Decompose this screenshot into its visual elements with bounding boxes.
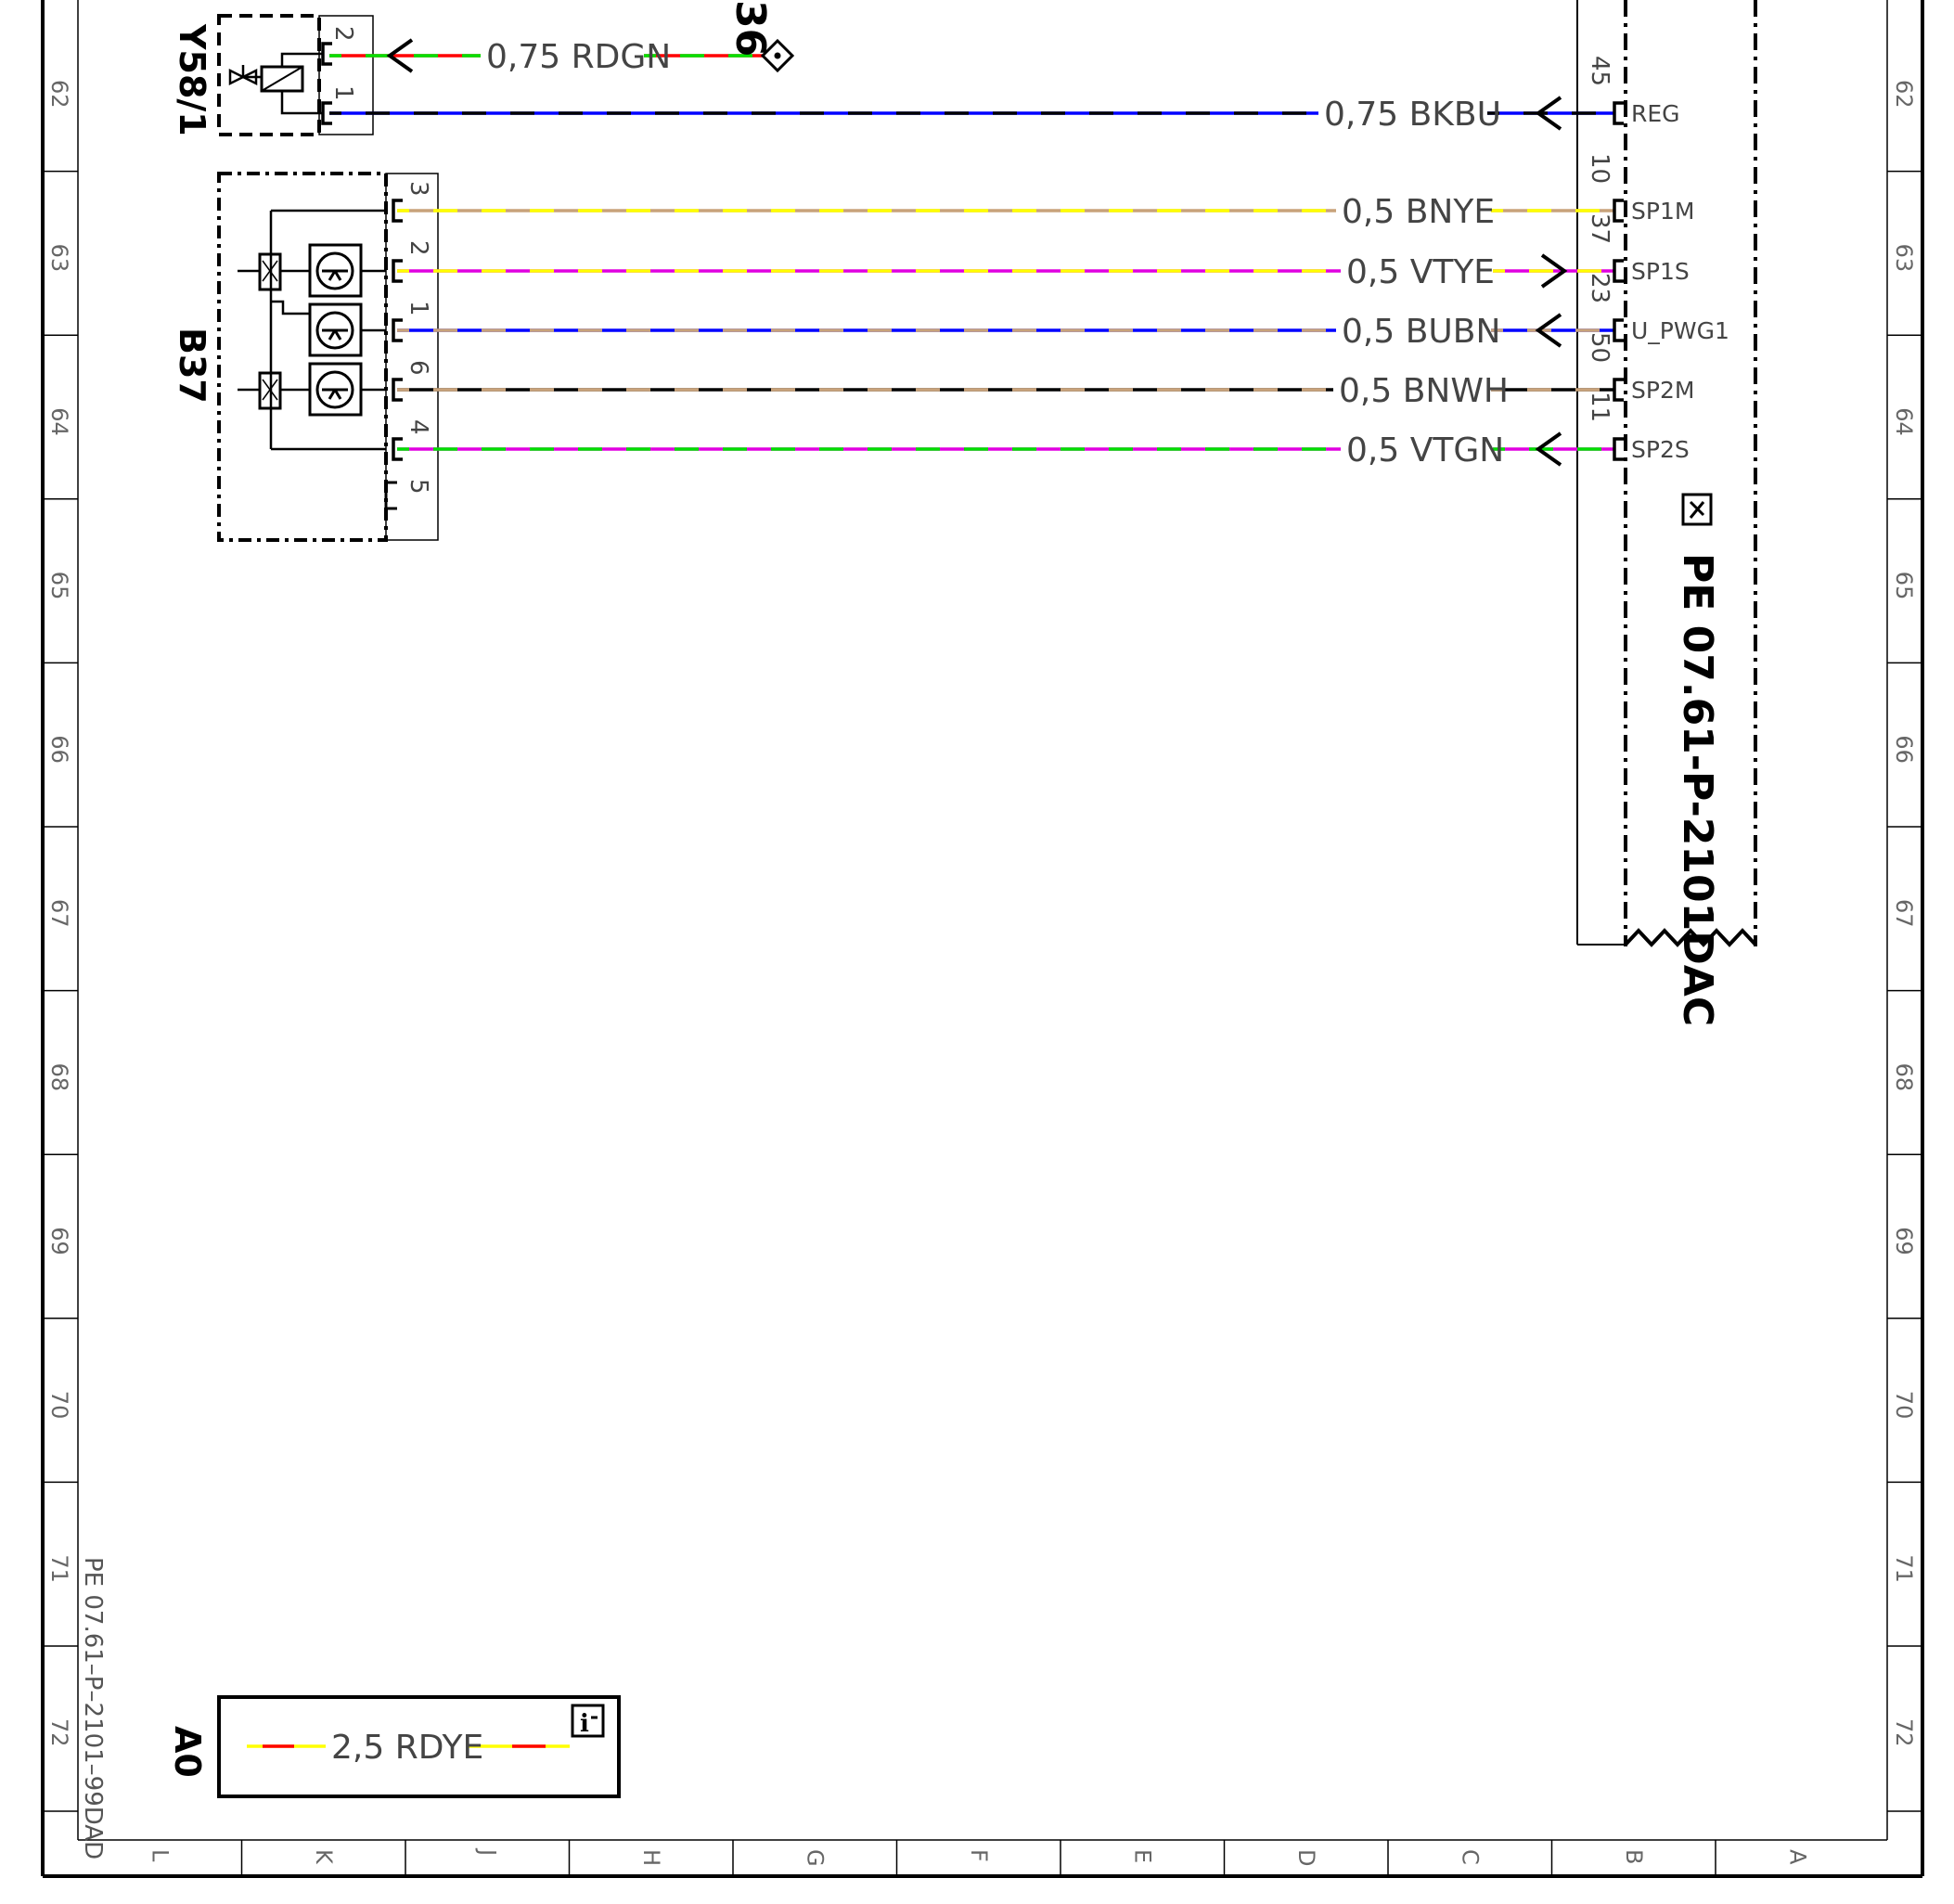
column-label: L — [147, 1849, 173, 1862]
row-label-right: 69 — [1891, 1227, 1917, 1255]
connector-arrow-icon — [1535, 431, 1562, 467]
hall-sensor-circuit — [238, 209, 386, 451]
column-label: E — [1129, 1849, 1155, 1863]
wire-label: 0,5 BNWH — [1339, 372, 1509, 410]
row-label-left: 72 — [46, 1718, 72, 1747]
legend: 2,5 RDYE i A0 — [167, 1695, 621, 1798]
ecu-pin-number: 45 — [1586, 56, 1613, 86]
wire-label: 0,5 VTYE — [1346, 253, 1495, 291]
document-id: PE 07.61–P–2101–99DAD — [79, 1557, 107, 1859]
y58-pin-1: 1 — [329, 85, 357, 101]
ecu-pin-number: 50 — [1586, 332, 1613, 363]
component-b37: 3 2 1 6 4 5 B37 — [172, 172, 439, 542]
column-label: H — [638, 1849, 664, 1866]
connector-arrow-icon — [1535, 313, 1562, 348]
column-label: K — [311, 1849, 337, 1865]
row-label-right: 66 — [1891, 735, 1917, 764]
wire-label: 0,5 VTGN — [1346, 431, 1504, 470]
svg-text:i: i — [580, 1710, 589, 1738]
row-label-left: 66 — [46, 735, 72, 764]
row-label-right: 72 — [1891, 1718, 1917, 1747]
row-label-left: 70 — [46, 1391, 72, 1420]
drawing-frame — [41, 0, 1924, 1878]
column-label: G — [802, 1849, 828, 1867]
hand-pointer-icon — [1681, 493, 1713, 526]
column-label: C — [1457, 1849, 1483, 1865]
ecu-signal-label: SP2M — [1631, 377, 1694, 404]
component-y58-1: 2 1 Y58/1 — [172, 14, 374, 136]
row-label-right: 63 — [1891, 244, 1917, 273]
info-icon: i — [571, 1704, 605, 1738]
ecu-signal-label: REG — [1631, 100, 1680, 127]
hall-sensor-icon — [308, 243, 363, 298]
b37-label: B37 — [172, 328, 212, 404]
row-label-right: 70 — [1891, 1391, 1917, 1420]
row-label-left: 71 — [46, 1554, 72, 1583]
row-label-right: 64 — [1891, 407, 1917, 436]
connector-arrow-icon — [386, 38, 414, 73]
column-label: A — [1784, 1849, 1810, 1865]
solenoid-valve-icon — [228, 52, 323, 115]
row-label-left: 69 — [46, 1227, 72, 1255]
hall-sensor-icon — [308, 302, 363, 357]
row-label-right: 65 — [1891, 572, 1917, 600]
row-label-right: 62 — [1891, 80, 1917, 109]
ecu-pin-number: 37 — [1586, 213, 1613, 244]
wire-label: 0,5 BNYE — [1342, 193, 1495, 231]
b37-pin-6: 6 — [405, 360, 432, 376]
hall-sensor-icon — [308, 362, 363, 417]
ecu-signal-label: U_PWG1 — [1631, 317, 1729, 344]
row-label-right: 67 — [1891, 899, 1917, 928]
ecu-pin-number: 10 — [1586, 153, 1613, 184]
b37-pin-5: 5 — [405, 479, 432, 495]
legend-wire-label: 2,5 RDYE — [331, 1729, 483, 1767]
row-label-left: 64 — [46, 407, 72, 436]
ecu-signal-label: SP1M — [1631, 198, 1694, 225]
wire-label: 0,75 BKBU — [1324, 96, 1501, 134]
row-label-left: 63 — [46, 244, 72, 273]
row-label-right: 68 — [1891, 1063, 1917, 1092]
b37-pin-3: 3 — [405, 181, 432, 197]
y58-pin-2: 2 — [329, 26, 357, 42]
ecu-pin-number: 23 — [1586, 273, 1613, 303]
column-label: F — [966, 1849, 992, 1862]
connection-ref: 36 — [726, 0, 774, 57]
row-label-left: 62 — [46, 80, 72, 109]
column-label: J — [474, 1847, 500, 1856]
b37-pin-1: 1 — [405, 301, 432, 316]
wire-0-75-rdgn: 0,75 RDGN — [321, 38, 778, 76]
column-label: B — [1621, 1849, 1647, 1864]
break-line — [1624, 928, 1757, 947]
connector-arrow-icon — [1540, 253, 1568, 289]
legend-title: A0 — [167, 1726, 208, 1778]
b37-pin-4: 4 — [405, 419, 432, 435]
connector-arrow-icon — [1535, 96, 1562, 131]
wire-label: 0,75 RDGN — [486, 38, 671, 76]
component-ecu: PE 07.61-P-2101DAC — [1576, 0, 1757, 1026]
ecu-signal-label: SP1S — [1631, 258, 1690, 285]
column-label: D — [1293, 1849, 1319, 1866]
row-label-left: 68 — [46, 1063, 72, 1092]
ecu-signal-label: SP2S — [1631, 436, 1690, 463]
row-label-left: 67 — [46, 899, 72, 928]
ecu-pin-number: 11 — [1586, 392, 1613, 422]
ecu-reference: PE 07.61-P-2101DAC — [1674, 553, 1721, 1026]
row-label-right: 71 — [1891, 1554, 1917, 1583]
wire-0-5-bubn: 0,5 BUBN 23U_PWG1 — [392, 273, 1729, 351]
b37-pin-2: 2 — [405, 240, 432, 256]
y58-label: Y58/1 — [172, 23, 212, 136]
row-label-left: 65 — [46, 572, 72, 600]
wire-label: 0,5 BUBN — [1342, 313, 1500, 351]
connection-point: 36 — [726, 0, 795, 73]
